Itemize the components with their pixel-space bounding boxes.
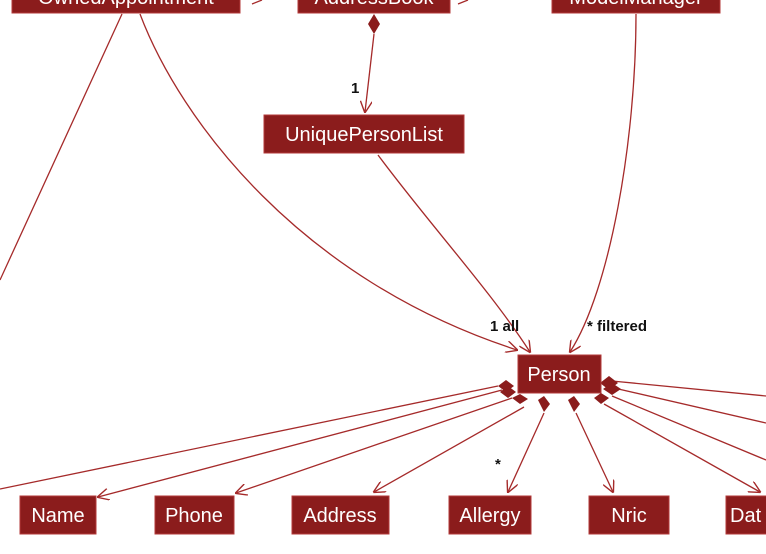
multiplicity-person-allergy: * (495, 456, 501, 473)
svg-text:Allergy: Allergy (459, 505, 520, 527)
composition-diamond-icon (568, 396, 580, 412)
edge-person-allergy (508, 412, 545, 492)
multiplicity-list-person: 1 all (490, 318, 519, 335)
edge-addressbook-uniquepersonlist (365, 33, 375, 112)
edge-modelmanager-person (570, 13, 637, 352)
multiplicity-manager-person: * filtered (587, 318, 647, 335)
node-person[interactable]: Person (517, 354, 602, 394)
node-address-book[interactable]: AddressBook (297, 0, 451, 14)
edge-person-right-2 (613, 387, 766, 424)
multiplicity-addressbook-list: 1 (351, 80, 359, 97)
svg-text:Name: Name (31, 505, 84, 527)
edge-person-left-offscreen (0, 385, 499, 490)
composition-diamond-icon (594, 393, 609, 404)
composition-diamond-icon (500, 386, 516, 398)
svg-text:Address: Address (303, 505, 376, 527)
svg-text:UniquePersonList: UniquePersonList (285, 124, 443, 146)
edge-uniquepersonlist-person (377, 154, 530, 352)
node-allergy[interactable]: Allergy (448, 495, 532, 535)
composition-diamond-icon (603, 383, 621, 395)
edge-stub-left (251, 0, 263, 5)
edge-person-dat (603, 403, 760, 492)
node-dat[interactable]: Dat (725, 495, 766, 535)
node-model-manager[interactable]: ModelManager (551, 0, 721, 14)
node-phone[interactable]: Phone (154, 495, 235, 535)
svg-text:Phone: Phone (165, 505, 223, 527)
composition-diamond-icon (538, 396, 550, 412)
svg-text:Dat: Dat (730, 505, 762, 527)
composition-diamond-icon (368, 14, 380, 34)
node-nric[interactable]: Nric (588, 495, 670, 535)
edge-person-right-1 (611, 380, 766, 397)
edge-stub-right (457, 0, 469, 5)
edges (0, 0, 766, 497)
edge-person-right-3 (611, 395, 766, 461)
svg-text:Person: Person (527, 364, 590, 386)
node-address[interactable]: Address (291, 495, 390, 535)
edge-person-phone (236, 397, 513, 493)
svg-text:AddressBook: AddressBook (315, 0, 435, 9)
node-name[interactable]: Name (19, 495, 97, 535)
edge-person-nric (575, 412, 613, 492)
node-owned-appointment[interactable]: OwnedAppointment (11, 0, 241, 14)
edge-person-name (98, 389, 503, 497)
edge-ownedappointment-offscreen (0, 13, 123, 281)
svg-text:Nric: Nric (611, 505, 647, 527)
edge-ownedappointment-person (139, 13, 517, 350)
composition-diamond-icon (512, 394, 528, 404)
node-unique-person-list[interactable]: UniquePersonList (263, 114, 465, 154)
svg-text:OwnedAppointment: OwnedAppointment (38, 0, 214, 9)
svg-text:ModelManager: ModelManager (569, 0, 703, 9)
edge-person-address (374, 406, 525, 492)
